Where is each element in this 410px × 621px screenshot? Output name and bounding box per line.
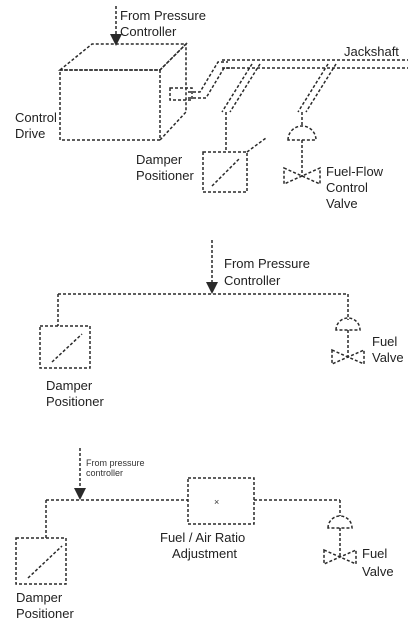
damper-label-3b: Positioner: [16, 606, 74, 621]
diagram-parallel: From Pressure Controller Damper Position…: [39, 240, 404, 409]
damper-positioner-2: [39, 325, 91, 369]
control-drive-label-2: Drive: [15, 126, 45, 141]
damper-positioner-3: [15, 537, 67, 585]
valve-label-3b: Valve: [362, 564, 394, 579]
signal-line-2: [57, 293, 349, 326]
diagram-ratio: From pressure controller × Fuel / Air Ra…: [15, 448, 394, 621]
fuel-valve-2: [331, 317, 365, 366]
from-pressure-label-2: Controller: [120, 24, 177, 39]
from-pressure-label-1: From Pressure: [120, 8, 206, 23]
jackshaft-label: Jackshaft: [344, 44, 399, 59]
damper-label-3a: Damper: [16, 590, 63, 605]
damper-label-2b: Positioner: [46, 394, 104, 409]
valve-label-1c: Valve: [326, 196, 358, 211]
fuel-air-ratio-box: ×: [187, 477, 255, 525]
fuel-valve-3: [323, 515, 357, 566]
ratio-label-a: Fuel / Air Ratio: [160, 530, 245, 545]
drive-output-shaft: [169, 87, 193, 101]
jackshaft: [222, 59, 408, 69]
valve-label-1a: Fuel-Flow: [326, 164, 384, 179]
damper-label-2a: Damper: [46, 378, 93, 393]
from-pressure-label-3b: controller: [86, 468, 123, 478]
valve-label-1b: Control: [326, 180, 368, 195]
damper-label-1a: Damper: [136, 152, 183, 167]
signal-line-3: [45, 499, 341, 538]
damper-linkage: [221, 63, 261, 152]
valve-label-2b: Valve: [372, 350, 404, 365]
ratio-label-b: Adjustment: [172, 546, 237, 561]
valve-linkage: [297, 63, 337, 126]
diagram-jackshaft: From Pressure Controller Control Drive J…: [15, 6, 408, 211]
fuel-flow-control-valve: [283, 125, 321, 186]
damper-positioner-1: [202, 137, 267, 193]
ratio-symbol: ×: [214, 497, 219, 507]
from-pressure-label-2a: From Pressure: [224, 256, 310, 271]
from-pressure-label-3a: From pressure: [86, 458, 145, 468]
from-pressure-label-2b: Controller: [224, 273, 281, 288]
valve-label-3a: Fuel: [362, 546, 387, 561]
control-drive-label-1: Control: [15, 110, 57, 125]
damper-label-1b: Positioner: [136, 168, 194, 183]
valve-label-2a: Fuel: [372, 334, 397, 349]
control-drive-box: [57, 42, 188, 141]
